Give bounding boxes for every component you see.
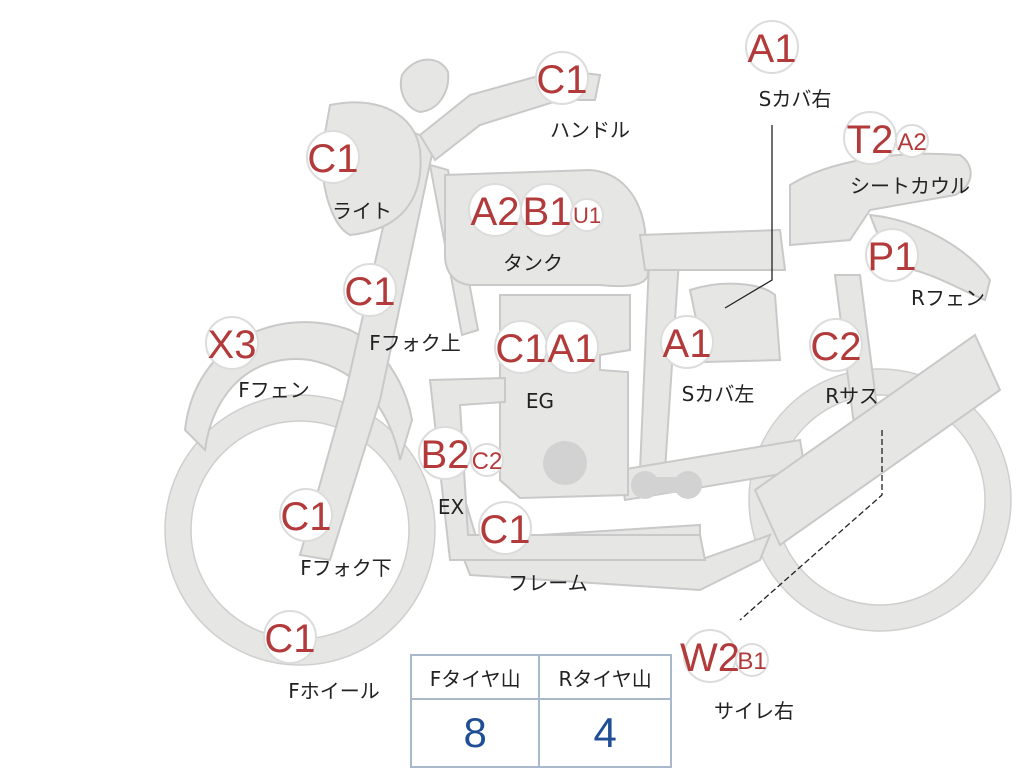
label-light: ライト <box>332 199 392 223</box>
svg-text:C2: C2 <box>472 448 503 475</box>
label-frame: フレーム <box>508 571 587 595</box>
grade-tank-a: A2 <box>468 183 522 237</box>
muffler <box>753 333 1002 547</box>
svg-text:A1: A1 <box>548 327 597 371</box>
grade-handle: C1 <box>535 51 589 105</box>
tire-table-header-row: Fタイヤ山 Rタイヤ山 <box>411 655 671 700</box>
svg-text:C1: C1 <box>536 58 587 102</box>
front-tire-value: 8 <box>411 699 541 767</box>
grade-tank-u: U1 <box>570 198 604 232</box>
svg-text:B1: B1 <box>523 190 572 234</box>
svg-text:C1: C1 <box>307 137 358 181</box>
svg-text:C1: C1 <box>479 508 530 552</box>
svg-text:C1: C1 <box>264 617 315 661</box>
grade-seat-cowl-sub: A2 <box>895 124 929 158</box>
svg-text:A1: A1 <box>663 322 712 366</box>
svg-text:C2: C2 <box>810 325 861 369</box>
svg-text:A2: A2 <box>471 190 520 234</box>
grade-engine-b: A1 <box>545 320 599 374</box>
svg-text:A2: A2 <box>897 129 926 156</box>
grade-f-fork-upper: C1 <box>343 263 397 317</box>
seat <box>638 228 787 271</box>
svg-text:B1: B1 <box>737 648 766 675</box>
grade-muffler-sub: B1 <box>735 643 769 677</box>
svg-text:P1: P1 <box>868 235 917 279</box>
svg-text:X3: X3 <box>208 323 257 367</box>
svg-text:W2: W2 <box>680 636 740 680</box>
grade-s-cover-left: A1 <box>660 315 714 369</box>
label-f-wheel: Fホイール <box>288 679 380 703</box>
grade-muffler-main: W2 <box>680 629 740 683</box>
exhaust-pipe <box>428 376 707 561</box>
label-f-fork-upper: Fフォク上 <box>369 331 461 355</box>
svg-text:T2: T2 <box>847 118 894 162</box>
label-r-fender: Rフェン <box>911 286 985 310</box>
label-s-cover-left: Sカバ左 <box>682 382 755 406</box>
svg-text:C1: C1 <box>495 327 546 371</box>
svg-text:A1: A1 <box>748 27 797 71</box>
label-engine: EG <box>526 389 554 413</box>
rear-tire-value: 4 <box>593 709 617 756</box>
grade-r-suspension: C2 <box>809 318 863 372</box>
footpeg <box>631 471 702 499</box>
grade-exhaust-main: B2 <box>418 426 472 480</box>
grade-r-fender: P1 <box>865 228 919 282</box>
grade-seat-cowl-main: T2 <box>843 111 897 165</box>
grade-f-fender: X3 <box>205 316 259 370</box>
svg-text:C1: C1 <box>344 270 395 314</box>
label-f-fender: Fフェン <box>238 378 310 402</box>
seat-cowl <box>789 152 972 247</box>
label-f-fork-lower: Fフォク下 <box>300 556 392 580</box>
tire-tread-table: Fタイヤ山 Rタイヤ山 8 4 <box>410 654 672 768</box>
label-muffler-right: サイレ右 <box>714 699 794 723</box>
label-r-suspension: Rサス <box>825 384 879 408</box>
label-seat-cowl: シートカウル <box>850 174 970 198</box>
grade-f-wheel: C1 <box>263 610 317 664</box>
grade-s-cover-right: A1 <box>745 20 799 74</box>
s-cover-right-leader <box>724 125 773 309</box>
grade-tank-b: B1 <box>520 183 574 237</box>
muffler-right-leader <box>739 430 883 621</box>
tire-table-value-row: 8 4 <box>411 699 671 767</box>
label-handle: ハンドル <box>550 118 630 142</box>
label-exhaust: EX <box>438 495 465 519</box>
grade-f-fork-lower: C1 <box>279 488 333 542</box>
grade-engine-a: C1 <box>494 320 548 374</box>
svg-text:B2: B2 <box>421 433 470 477</box>
grade-exhaust-sub: C2 <box>470 443 504 477</box>
mirror <box>400 58 450 114</box>
grade-light: C1 <box>306 130 360 184</box>
front-tire-header: Fタイヤ山 <box>411 655 541 700</box>
grade-frame: C1 <box>478 501 532 555</box>
label-tank: タンク <box>503 251 563 275</box>
svg-text:C1: C1 <box>280 495 331 539</box>
rear-tire-header: Rタイヤ山 <box>539 655 671 700</box>
svg-text:U1: U1 <box>573 203 601 228</box>
label-s-cover-right: Sカバ右 <box>759 87 832 111</box>
